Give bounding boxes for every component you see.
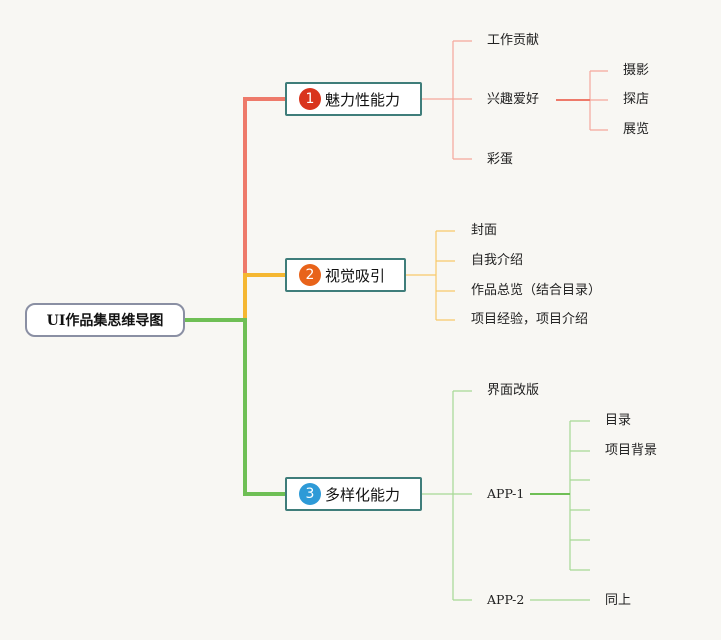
trunk-branch-1 — [185, 97, 286, 322]
leaf-work-contribution[interactable]: 工作贡献 — [487, 33, 540, 48]
trunk-branch-2 — [185, 273, 286, 322]
trunk-branch-3 — [185, 318, 286, 496]
leaf-app-2[interactable]: APP-2 — [487, 592, 525, 607]
root-node[interactable]: UI作品集思维导图 — [25, 303, 185, 337]
branch-label-2: 视觉吸引 — [325, 266, 386, 285]
number-badge-3: 3 — [299, 483, 321, 505]
leaf-exhibitions[interactable]: 展览 — [623, 122, 650, 137]
leaf-project-experience[interactable]: 项目经验，项目介绍 — [471, 312, 589, 327]
leaf-cover[interactable]: 封面 — [471, 223, 498, 238]
leaf-photography[interactable]: 摄影 — [623, 63, 650, 78]
branch-label-3: 多样化能力 — [325, 485, 401, 504]
branch-label-1: 魅力性能力 — [325, 90, 401, 109]
leaf-ui-redesign[interactable]: 界面改版 — [487, 383, 540, 398]
leaf-same-as-above[interactable]: 同上 — [605, 593, 632, 608]
root-label: UI作品集思维导图 — [46, 313, 164, 329]
leaf-works-overview[interactable]: 作品总览（结合目录） — [471, 283, 602, 298]
leaf-food-exploring[interactable]: 探店 — [623, 92, 650, 107]
leaf-easter-egg[interactable]: 彩蛋 — [487, 152, 514, 167]
leaf-hobbies[interactable]: 兴趣爱好 — [487, 92, 540, 107]
number-badge-1: 1 — [299, 88, 321, 110]
leaf-project-background[interactable]: 项目背景 — [605, 443, 658, 458]
leaf-self-intro[interactable]: 自我介绍 — [471, 253, 524, 268]
branch-3-connectors — [422, 390, 590, 601]
branch-2-connectors — [405, 230, 455, 321]
branch-node-2[interactable]: 2 视觉吸引 — [285, 258, 406, 292]
leaf-catalog[interactable]: 目录 — [605, 413, 632, 428]
branch-node-3[interactable]: 3 多样化能力 — [285, 477, 422, 511]
leaf-app-1[interactable]: APP-1 — [487, 486, 525, 501]
branch-node-1[interactable]: 1 魅力性能力 — [285, 82, 422, 116]
number-badge-2: 2 — [299, 264, 321, 286]
